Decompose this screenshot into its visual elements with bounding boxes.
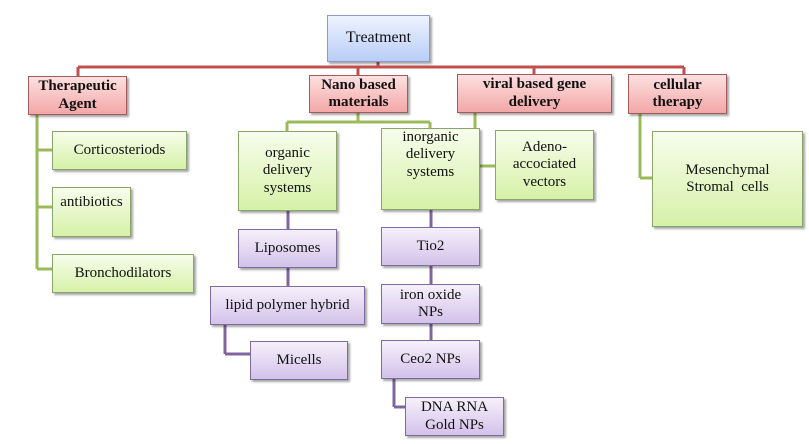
item-tio2: Tio2 — [381, 227, 480, 266]
item-corticosteroids: Corticosteriods — [52, 131, 187, 170]
link-inorganic-chain — [392, 210, 433, 409]
link-cellular — [638, 114, 652, 180]
item-lipid-polymer-hybrid: lipid polymer hybrid — [210, 286, 365, 325]
category-viral-gene-delivery: viral based gene delivery — [457, 74, 612, 113]
link-root-bus — [76, 62, 686, 76]
category-cellular-therapy: cellular therapy — [628, 74, 727, 114]
item-ceo2-nps: Ceo2 NPs — [381, 340, 480, 379]
item-bronchodilators: Bronchodilators — [52, 254, 194, 293]
item-micells: Micells — [250, 341, 348, 380]
root-label: Treatment — [345, 29, 412, 47]
link-therapeutic — [35, 115, 52, 271]
root-node-treatment: Treatment — [327, 15, 430, 62]
group-inorganic-delivery: inorganic delivery systems — [381, 128, 480, 210]
category-therapeutic-agent: Therapeutic Agent — [28, 76, 127, 115]
category-nano-based-materials: Nano based materials — [309, 75, 408, 113]
link-organic-chain — [223, 211, 290, 356]
item-antibiotics: antibiotics — [52, 187, 131, 237]
link-nano — [285, 113, 432, 131]
item-adeno-associated-vectors: Adeno-accociated vectors — [495, 130, 594, 200]
group-organic-delivery: organic delivery systems — [238, 131, 337, 211]
item-liposomes: Liposomes — [238, 229, 337, 268]
item-iron-oxide-nps: iron oxide NPs — [381, 284, 480, 324]
item-mesenchymal-stromal-cells: Mesenchymal Stromal cells — [652, 131, 803, 227]
item-dna-rna-gold-nps: DNA RNA Gold NPs — [405, 397, 504, 436]
